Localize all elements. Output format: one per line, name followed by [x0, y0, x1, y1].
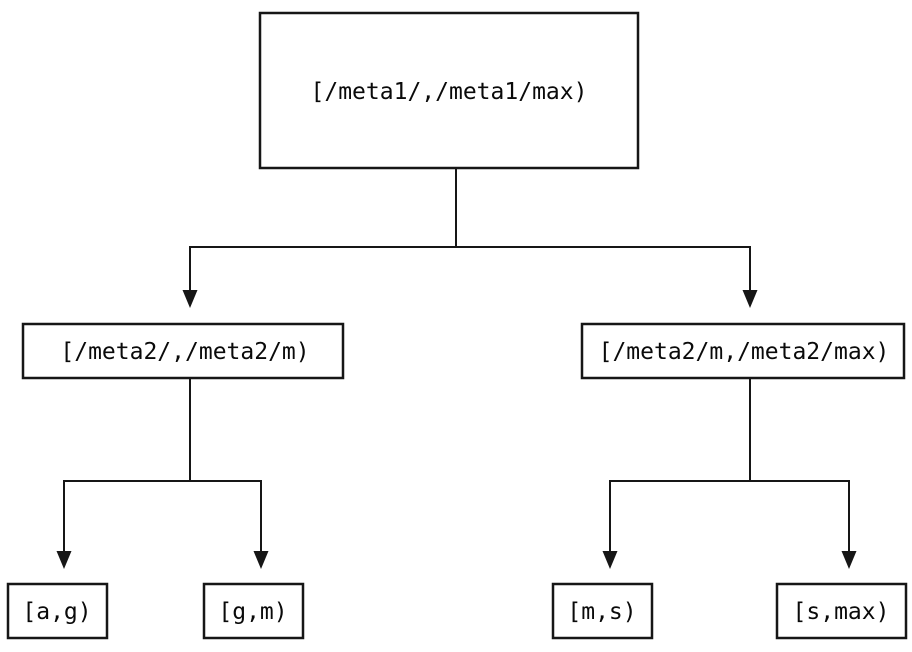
- edge-left-to-leaves: [56, 378, 269, 569]
- arrowhead-down-icon: [841, 551, 857, 569]
- node-box: [21, 322, 345, 380]
- tree-node-leaf-ag: [a,g): [6, 582, 109, 640]
- node-box: [202, 582, 305, 640]
- node-label: [/meta2/m,/meta2/max): [599, 339, 890, 365]
- node-box: [775, 582, 908, 640]
- node-label: [a,g): [22, 599, 91, 625]
- tree-node-leaf-gm: [g,m): [202, 582, 305, 640]
- edge-right-to-leaves: [602, 378, 857, 569]
- arrowhead-down-icon: [253, 551, 269, 569]
- edge-root-to-children: [182, 168, 758, 308]
- node-box: [551, 582, 654, 640]
- arrowhead-down-icon: [56, 551, 72, 569]
- tree-node-left: [/meta2/,/meta2/m): [21, 322, 345, 380]
- node-label: [/meta2/,/meta2/m): [60, 339, 309, 365]
- tree-node-leaf-ms: [m,s): [551, 582, 654, 640]
- node-label: [s,max): [793, 599, 890, 625]
- node-box: [6, 582, 109, 640]
- node-label: [m,s): [567, 599, 636, 625]
- node-box: [258, 11, 640, 170]
- tree-node-root: [/meta1/,/meta1/max): [258, 11, 640, 170]
- arrowhead-down-icon: [182, 290, 198, 308]
- tree-node-right: [/meta2/m,/meta2/max): [580, 322, 906, 380]
- node-label: [g,m): [218, 599, 287, 625]
- tree-node-leaf-smax: [s,max): [775, 582, 908, 640]
- arrowhead-down-icon: [742, 290, 758, 308]
- arrowhead-down-icon: [602, 551, 618, 569]
- node-label: [/meta1/,/meta1/max): [311, 79, 588, 105]
- node-box: [580, 322, 906, 380]
